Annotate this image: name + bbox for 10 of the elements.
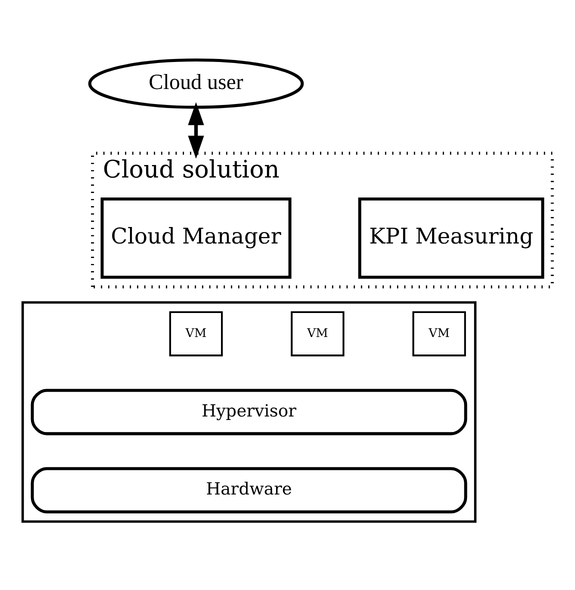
node-box: VM: [290, 310, 344, 356]
node-box: VM: [412, 310, 466, 356]
node-box: VM: [169, 310, 223, 356]
arrow: [188, 102, 204, 158]
node-ellipse: Cloud user: [88, 58, 304, 108]
node-box: KPI Measuring: [358, 196, 544, 278]
cluster: [21, 300, 476, 522]
node-box: Cloud Manager: [100, 196, 292, 278]
node-box: Hypervisor: [30, 388, 468, 435]
node-box: Hardware: [30, 466, 468, 513]
